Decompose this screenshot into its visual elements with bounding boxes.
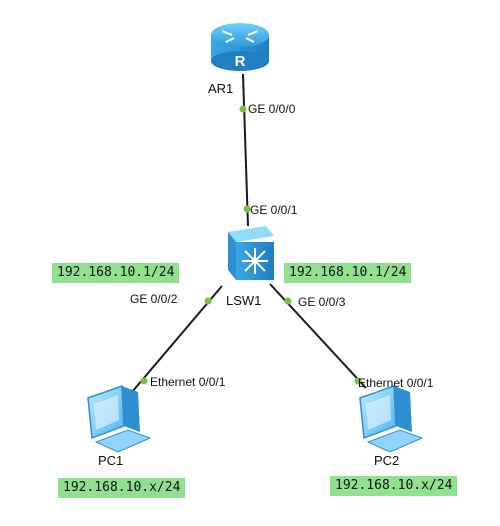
device-name-lsw1: LSW1: [226, 293, 261, 308]
ip-label-left-gateway: 192.168.10.1/24: [52, 263, 180, 283]
ip-label-right-gateway: 192.168.10.1/24: [284, 263, 412, 283]
port-dot: [243, 205, 251, 213]
router-icon[interactable]: R: [211, 23, 269, 71]
port-dot: [239, 105, 247, 113]
device-name-pc1: PC1: [98, 453, 123, 468]
link-ar1-lsw1: [242, 73, 249, 227]
port-label-pc1-eth: Ethernet 0/0/1: [150, 375, 226, 389]
port-label-ar1-ge000: GE 0/0/0: [248, 102, 296, 116]
router-glyph: R: [235, 53, 246, 70]
pc-icon[interactable]: [359, 384, 424, 453]
ip-label-pc2-subnet: 192.168.10.x/24: [330, 476, 458, 496]
port-dot: [204, 297, 212, 305]
port-label-lsw1-ge003: GE 0/0/3: [298, 295, 346, 309]
port-label-pc2-eth: Ethernet 0/0/1: [358, 376, 434, 390]
port-dot: [140, 377, 148, 385]
device-name-ar1: AR1: [208, 81, 233, 96]
port-dot: [284, 297, 292, 305]
pc-icon[interactable]: [87, 384, 152, 453]
port-label-lsw1-ge002: GE 0/0/2: [130, 292, 178, 306]
device-name-pc2: PC2: [374, 453, 399, 468]
port-dot: [354, 377, 362, 385]
ip-label-pc1-subnet: 192.168.10.x/24: [58, 478, 186, 498]
switch-icon[interactable]: [228, 226, 274, 280]
port-label-lsw1-ge001: GE 0/0/1: [250, 203, 298, 217]
